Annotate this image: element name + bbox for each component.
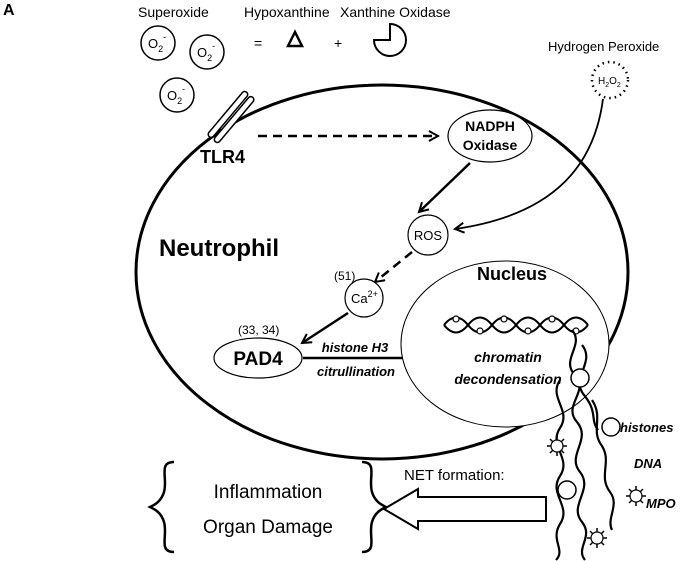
reference-51: (51) [334,269,355,283]
hydrogen-peroxide-molecule: H2O2 [590,60,630,100]
superoxide-molecule-3: O2- [159,77,195,113]
chromatin-label-line2: decondensation [454,371,561,387]
svg-text:H2O2: H2O2 [598,76,621,89]
histone-label-line2: citrullination [317,364,395,379]
chromatin-label-line1: chromatin [474,349,542,365]
hypoxanthine-triangle-icon [285,29,305,48]
equals-sign: = [254,35,262,51]
xanthine-oxidase-pacman-icon [372,22,407,57]
dna-label: DNA [634,456,662,471]
svg-text:O2-: O2- [148,32,166,54]
neutrophil-cell-membrane [134,83,630,461]
calcium-node [344,278,384,318]
hydrogen-peroxide-label: Hydrogen Peroxide [548,39,659,54]
superoxide-molecule-1: O2- [140,25,176,61]
calcium-label: Ca2+ [351,289,378,306]
pad4-node [213,337,303,379]
nucleus-label: Nucleus [477,264,547,284]
ros-node [407,214,449,256]
mpo-label: MPO [646,496,676,511]
inflammation-label: Inflammation [214,482,323,503]
xanthine-oxidase-label: Xanthine Oxidase [340,4,451,20]
mpo-starbursts [547,436,646,548]
tlr4-receptor-icon [207,90,255,144]
superoxide-label: Superoxide [138,4,209,20]
reference-33-34: (33, 34) [238,323,279,337]
tlr4-label: TLR4 [200,147,245,167]
neutrophil-label: Neutrophil [159,235,279,262]
nadph-label-line2: Oxidase [463,137,518,153]
svg-text:O2-: O2- [197,41,215,63]
net-formation-label: NET formation: [404,467,505,484]
organ-damage-label: Organ Damage [203,517,333,538]
histone-beads [557,368,621,500]
histones-label: histones [620,420,673,435]
right-brace-icon [361,460,389,554]
hypoxanthine-label: Hypoxanthine [244,4,330,20]
left-brace-icon [147,460,175,554]
pad4-label: PAD4 [233,349,283,370]
ros-to-calcium-arrow [375,251,413,282]
net-dna-strands [555,329,615,561]
nadph-oxidase-node [447,109,533,163]
ros-label: ROS [414,228,443,243]
chromatin-helix-icon [443,315,589,335]
histone-label-line1: histone H3 [322,340,389,355]
nucleus-membrane [400,260,610,428]
calcium-to-pad4-arrow [302,311,349,343]
net-outcome-hollow-arrow [382,487,547,531]
plus-sign: + [334,35,342,51]
nadph-to-ros-arrow [419,162,471,212]
nadph-label-line1: NADPH [465,118,515,134]
panel-label: A [3,2,15,19]
superoxide-molecule-2: O2- [189,34,225,70]
h2o2-to-ros-arrow [455,98,604,229]
svg-text:O2-: O2- [167,84,185,106]
